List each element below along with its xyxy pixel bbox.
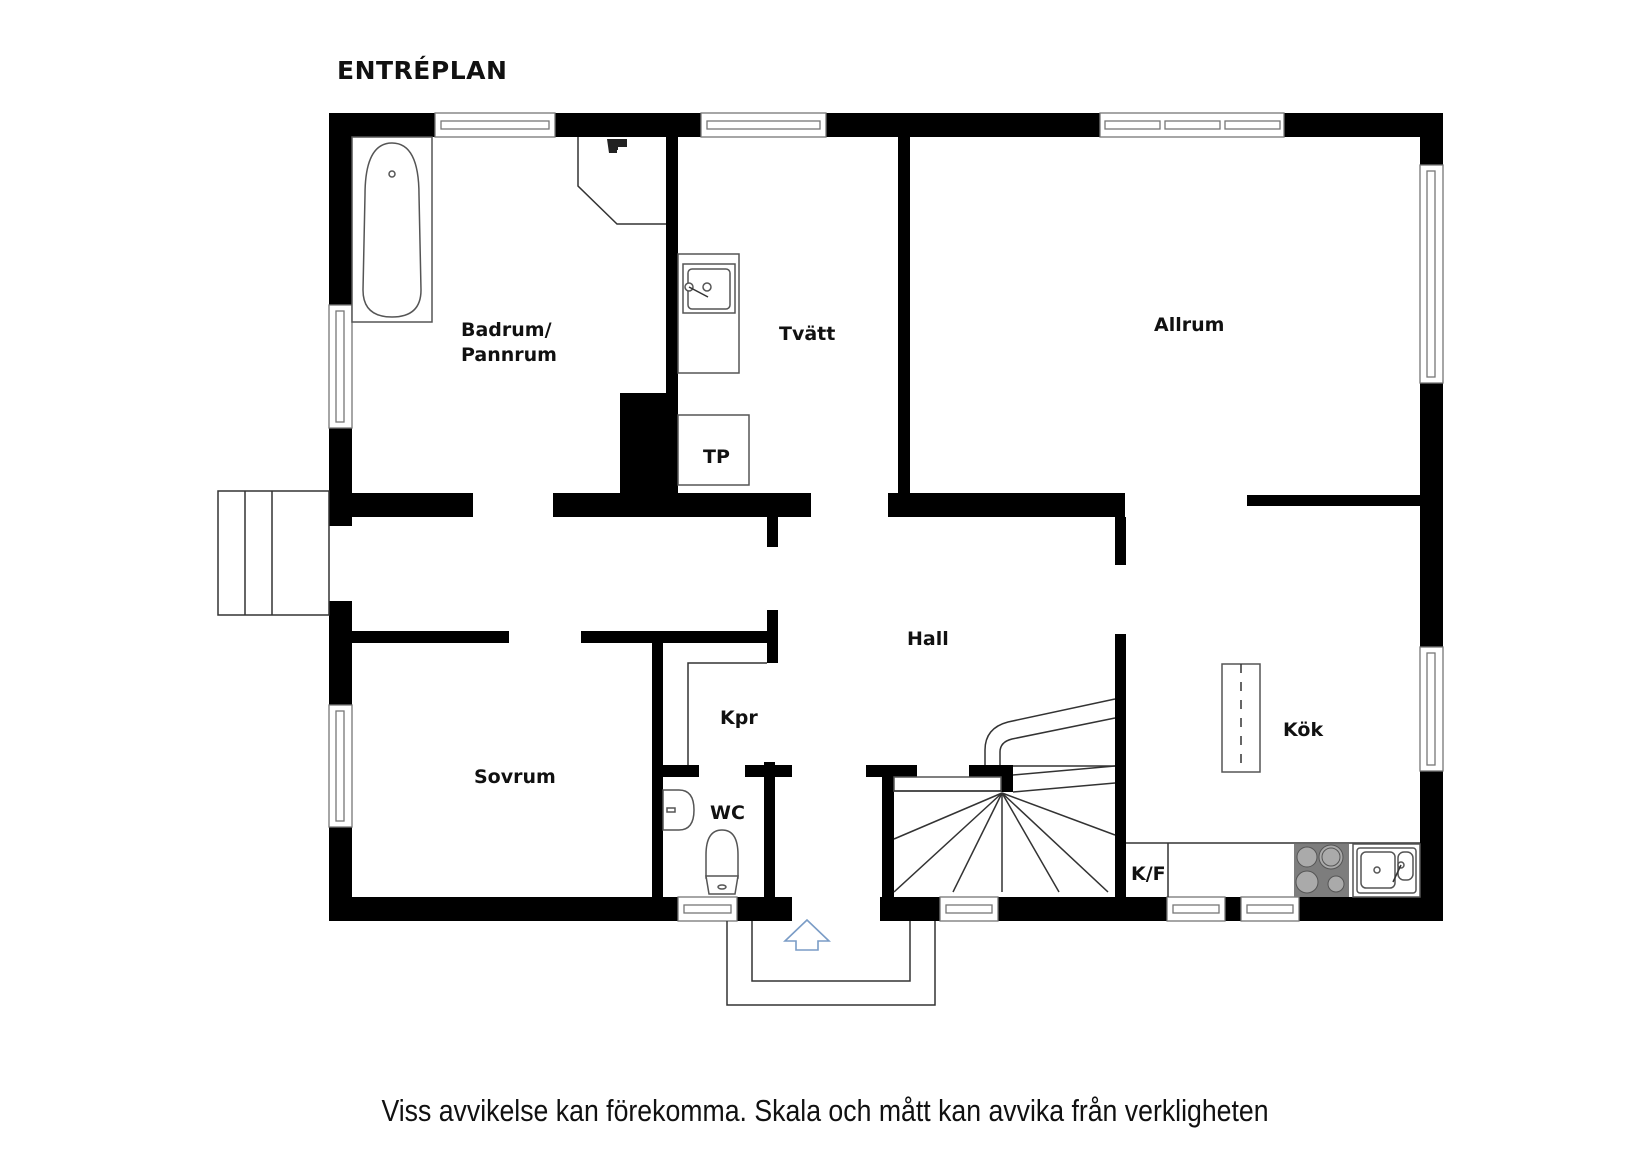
room-label-kpr: Kpr [720,707,758,729]
interior-walls [352,137,1420,897]
window-icon [1099,112,1285,138]
window-icon [1240,896,1300,922]
kitchen-island [1221,663,1261,773]
windows [328,112,1444,922]
window-icon [328,704,353,828]
stairs-icon [893,698,1116,893]
room-label-hall: Hall [907,628,949,650]
room-label-tp: TP [703,446,730,468]
room-label-allrum: Allrum [1154,314,1224,336]
disclaimer-caption: Viss avvikelse kan förekomma. Skala och … [381,1093,1269,1128]
double-sink-icon [1352,843,1421,898]
entrance-arrow-icon [783,918,831,951]
window-icon [1419,164,1444,384]
room-label-kok: Kök [1283,719,1323,741]
wc-sink-icon [662,789,695,831]
bathtub-icon [351,136,433,323]
window-icon [328,304,353,429]
window-icon [434,112,556,138]
side-steps [217,490,330,616]
kitchen-counter [1126,842,1420,897]
window-icon [1166,896,1226,922]
window-icon [1419,646,1444,772]
room-label-pannrum: Pannrum [461,344,557,366]
front-steps [726,918,936,1006]
room-label-sovrum: Sovrum [474,766,556,788]
tp-box [677,414,750,486]
outer-walls [329,113,1443,921]
room-label-badrum: Badrum/ [461,319,552,341]
window-icon [677,896,738,922]
room-label-tvatt: Tvätt [779,323,835,345]
floor-title: ENTRÉPLAN [337,56,508,85]
window-icon [939,896,999,922]
room-labels: Badrum/ Pannrum Tvätt TP Allrum Hall Kpr… [461,314,1323,885]
room-label-kf: K/F [1131,863,1166,885]
stove-icon [1294,844,1349,897]
sink-icon [677,253,740,374]
room-label-wc: WC [710,802,745,824]
boiler-icon [577,137,666,225]
window-icon [700,112,827,138]
toilet-icon [705,829,739,895]
closet-shelf [687,662,767,765]
